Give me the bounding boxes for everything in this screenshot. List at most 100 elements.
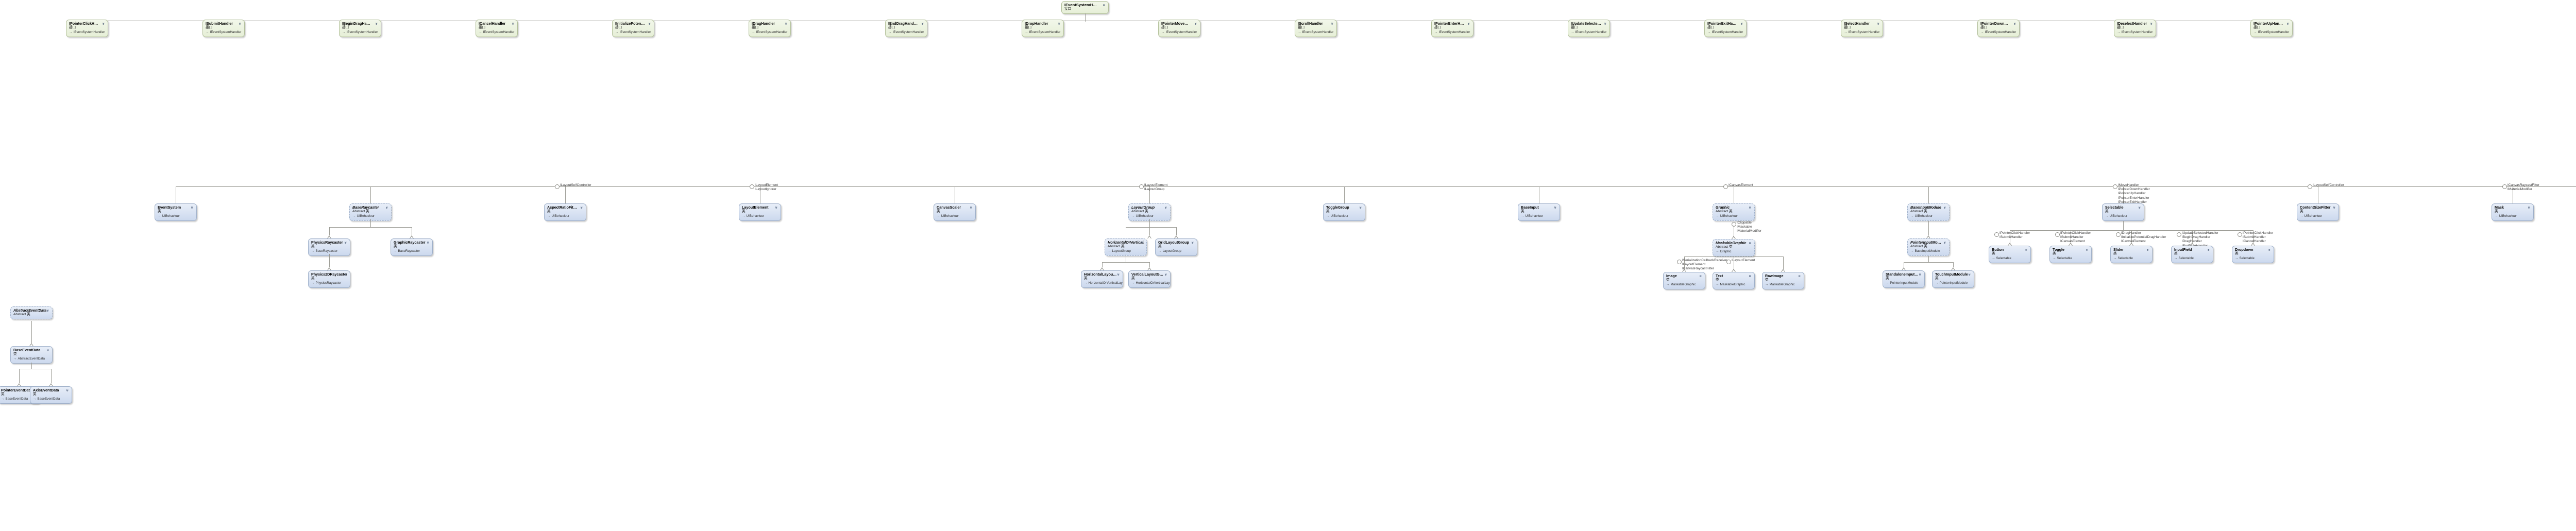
chevron-down-icon[interactable] [65,388,70,393]
interface-node-ipointerenterh[interactable]: IPointerEnterH…接口IEventSystemHandler [1431,20,1473,38]
class-node-layoutelement[interactable]: LayoutElement类UIBehaviour [739,203,781,221]
chevron-down-icon[interactable] [774,205,778,210]
chevron-down-icon[interactable] [2332,205,2336,210]
chevron-down-icon[interactable] [1466,22,1471,26]
class-node-baseeventdata[interactable]: BaseEventData类AbstractEventData [10,346,53,364]
chevron-down-icon[interactable] [343,272,348,277]
interface-node-idrophandler[interactable]: IDropHandler接口IEventSystemHandler [1022,20,1064,38]
class-node-axiseventdata[interactable]: AxisEventData类BaseEventData [30,386,72,404]
chevron-down-icon[interactable] [2206,248,2211,252]
chevron-down-icon[interactable] [647,22,652,26]
class-node-baseinput[interactable]: BaseInput类UIBehaviour [1518,203,1560,221]
class-node-text[interactable]: Text类MaskableGraphic [1713,272,1755,290]
class-node-horizontalorverticalla[interactable]: HorizontalOrVerticalLa…Abstract 类LayoutG… [1105,238,1147,256]
chevron-down-icon[interactable] [1140,241,1144,245]
chevron-down-icon[interactable] [1748,241,1752,246]
class-node-graphicraycaster[interactable]: GraphicRaycaster类BaseRaycaster [391,238,433,256]
interface-node-ipointermove[interactable]: IPointerMove…接口IEventSystemHandler [1158,20,1200,38]
class-node-pointerinputmo[interactable]: PointerInputMo…Abstract 类BaseInputModule [1907,238,1950,256]
interface-node-ipointerclickh[interactable]: IPointerClickH…接口IEventSystemHandler [66,20,108,38]
class-node-rawimage[interactable]: RawImage类MaskableGraphic [1762,272,1804,290]
chevron-down-icon[interactable] [784,22,788,26]
class-node-physics2draycaster[interactable]: Physics2DRaycaster类PhysicsRaycaster [308,270,350,288]
chevron-down-icon[interactable] [1193,22,1198,26]
chevron-down-icon[interactable] [374,22,379,26]
class-node-canvasscaler[interactable]: CanvasScaler类UIBehaviour [934,203,976,221]
interface-node-ipointerexitha[interactable]: IPointerExitHa…接口IEventSystemHandler [1704,20,1747,38]
class-node-physicsraycaster[interactable]: PhysicsRaycaster类BaseRaycaster [308,238,350,256]
chevron-down-icon[interactable] [384,205,389,210]
interface-node-ipointerdown[interactable]: IPointerDown…接口IEventSystemHandler [1977,20,2020,38]
chevron-down-icon[interactable] [511,22,515,26]
interface-node-idraghandler[interactable]: IDragHandler接口IEventSystemHandler [749,20,791,38]
class-node-eventsystem[interactable]: EventSystem类UIBehaviour [155,203,197,221]
class-node-image[interactable]: Image类MaskableGraphic [1663,272,1705,290]
interface-node-ibegindragha[interactable]: IBeginDragHa…接口IEventSystemHandler [339,20,381,38]
chevron-down-icon[interactable] [45,309,50,313]
chevron-down-icon[interactable] [2527,205,2531,210]
chevron-down-icon[interactable] [190,205,194,210]
class-node-mask[interactable]: Mask类UIBehaviour [2492,203,2534,221]
chevron-down-icon[interactable] [238,22,242,26]
class-node-horizontallayou[interactable]: HorizontalLayou…类HorizontalOrVerticalLay… [1081,270,1123,288]
chevron-down-icon[interactable] [45,348,50,353]
chevron-down-icon[interactable] [1358,205,1363,210]
class-node-gridlayoutgroup[interactable]: GridLayoutGroup类LayoutGroup [1155,238,1197,256]
class-node-selectable[interactable]: Selectable类UIBehaviour [2102,203,2144,221]
chevron-down-icon[interactable] [1057,22,1061,26]
chevron-down-icon[interactable] [1163,205,1168,210]
chevron-down-icon[interactable] [2137,205,2142,210]
interface-node-iinitializepoten[interactable]: IInitializePoten…接口IEventSystemHandler [612,20,654,38]
chevron-down-icon[interactable] [2285,22,2290,26]
class-node-slider[interactable]: Slider类Selectable [2110,246,2153,264]
class-node-inputfield[interactable]: InputField类Selectable [2171,246,2213,264]
interface-node-iselecthandler[interactable]: ISelectHandler接口IEventSystemHandler [1841,20,1883,38]
class-node-dropdown[interactable]: Dropdown类Selectable [2232,246,2274,264]
chevron-down-icon[interactable] [1163,272,1168,277]
chevron-down-icon[interactable] [1967,272,1972,277]
interface-node-ienddraghand[interactable]: IEndDragHand…接口IEventSystemHandler [885,20,927,38]
class-node-touchinputmodule[interactable]: TouchInputModule类PointerInputModule [1932,270,1974,288]
chevron-down-icon[interactable] [1739,22,1744,26]
chevron-down-icon[interactable] [426,241,430,245]
chevron-down-icon[interactable] [1553,205,1557,210]
interface-node-iupdateselecte[interactable]: IUpdateSelecte…接口IEventSystemHandler [1568,20,1610,38]
chevron-down-icon[interactable] [2267,248,2272,252]
chevron-down-icon[interactable] [1603,22,1607,26]
class-node-togglegroup[interactable]: ToggleGroup类UIBehaviour [1323,203,1365,221]
interface-node-ipointeruphan[interactable]: IPointerUpHan…接口IEventSystemHandler [2250,20,2293,38]
interface-node-isubmithandler[interactable]: ISubmitHandler接口IEventSystemHandler [202,20,245,38]
chevron-down-icon[interactable] [1698,274,1703,279]
class-node-contentsizefitter[interactable]: ContentSizeFitter类UIBehaviour [2297,203,2339,221]
chevron-down-icon[interactable] [1918,272,1922,277]
class-node-toggle[interactable]: Toggle类Selectable [2049,246,2092,264]
class-node-aspectratiofit[interactable]: AspectRatioFit…类UIBehaviour [544,203,586,221]
chevron-down-icon[interactable] [1942,241,1947,245]
chevron-down-icon[interactable] [2145,248,2150,252]
chevron-down-icon[interactable] [2149,22,2154,26]
chevron-down-icon[interactable] [1942,205,1947,210]
chevron-down-icon[interactable] [101,22,106,26]
interface-node-ideselecthandler[interactable]: IDeselectHandler接口IEventSystemHandler [2114,20,2156,38]
chevron-down-icon[interactable] [343,241,348,245]
class-node-button[interactable]: Button类Selectable [1989,246,2031,264]
chevron-down-icon[interactable] [1748,205,1752,210]
chevron-down-icon[interactable] [969,205,973,210]
chevron-down-icon[interactable] [1101,3,1106,8]
chevron-down-icon[interactable] [1116,272,1121,277]
chevron-down-icon[interactable] [579,205,584,210]
class-node-standaloneinput[interactable]: StandaloneInput…类PointerInputModule [1883,270,1925,288]
chevron-down-icon[interactable] [2084,248,2089,252]
interface-node-ieventsystemh[interactable]: IEventSystemH…接口 [1061,1,1109,14]
interface-node-iscrollhandler[interactable]: IScrollHandler接口IEventSystemHandler [1295,20,1337,38]
interface-node-icancelhandler[interactable]: ICancelHandler接口IEventSystemHandler [476,20,518,38]
chevron-down-icon[interactable] [1330,22,1334,26]
chevron-down-icon[interactable] [2012,22,2017,26]
chevron-down-icon[interactable] [920,22,925,26]
chevron-down-icon[interactable] [1797,274,1802,279]
